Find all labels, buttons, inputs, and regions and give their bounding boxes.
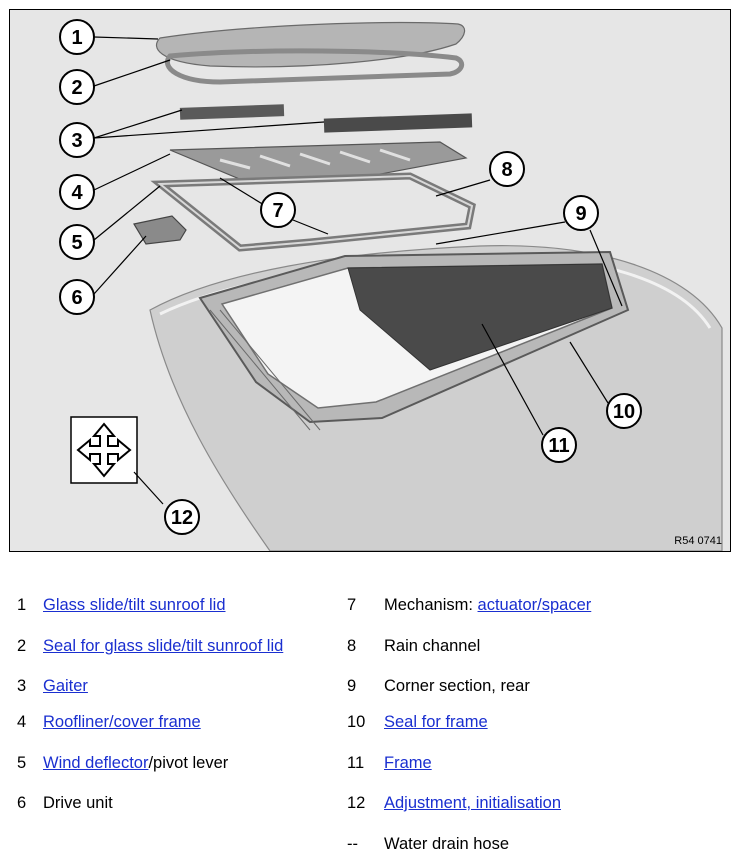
legend-number: 5 xyxy=(17,754,27,772)
link-lid-seal[interactable]: Seal for glass slide/tilt sunroof lid xyxy=(43,637,284,655)
svg-text:12: 12 xyxy=(171,507,193,529)
four-way-arrow-icon xyxy=(76,422,132,478)
callout-12: 12 xyxy=(164,499,200,535)
legend-number: 2 xyxy=(17,637,27,655)
lid-seal xyxy=(165,48,465,85)
callout-8: 8 xyxy=(489,151,525,187)
legend-number: 3 xyxy=(17,677,27,695)
legend-number: 1 xyxy=(17,596,27,614)
callout-9: 9 xyxy=(563,195,599,231)
figure-reference-code: R54 0741 xyxy=(674,535,722,547)
link-adjustment-initialisation[interactable]: Adjustment, initialisation xyxy=(384,794,562,812)
svg-text:8: 8 xyxy=(501,159,512,181)
legend-text: Rain channel xyxy=(384,637,481,655)
callout-1: 1 xyxy=(59,19,95,55)
callout-11: 11 xyxy=(541,427,577,463)
svg-text:1: 1 xyxy=(71,27,82,49)
svg-text:5: 5 xyxy=(71,232,82,254)
sunroof-lid xyxy=(155,21,466,68)
callout-7: 7 xyxy=(260,192,296,228)
mechanism-frame xyxy=(150,172,476,252)
svg-text:6: 6 xyxy=(71,287,82,309)
link-wind-deflector[interactable]: Wind deflector xyxy=(43,754,149,772)
legend-number: 10 xyxy=(347,713,366,731)
legend-number: 8 xyxy=(347,637,357,655)
svg-text:11: 11 xyxy=(548,435,569,457)
callout-5: 5 xyxy=(59,224,95,260)
legend-text: Water drain hose xyxy=(384,835,510,853)
diagram-drawing: 1 2 3 4 5 6 7 8 9 10 11 12 xyxy=(59,19,723,551)
legend-number: -- xyxy=(347,835,358,853)
link-actuator-spacer[interactable]: actuator/spacer xyxy=(477,596,592,614)
callout-4: 4 xyxy=(59,174,95,210)
legend-number: 9 xyxy=(347,677,357,695)
leader-lines xyxy=(93,36,623,505)
legend-number: 12 xyxy=(347,794,366,812)
svg-text:9: 9 xyxy=(575,203,586,225)
svg-text:4: 4 xyxy=(71,182,83,204)
fixed-glass xyxy=(347,263,613,371)
link-frame[interactable]: Frame xyxy=(384,754,432,772)
legend-number: 4 xyxy=(17,713,27,731)
legend-number: 7 xyxy=(347,596,357,614)
svg-text:7: 7 xyxy=(272,200,283,222)
legend-text: Corner section, rear xyxy=(384,677,530,695)
legend-text: /pivot lever xyxy=(148,754,229,772)
callout-3: 3 xyxy=(59,122,95,158)
link-glass-lid[interactable]: Glass slide/tilt sunroof lid xyxy=(43,596,226,614)
gaiter-front xyxy=(179,104,285,120)
legend-text: Drive unit xyxy=(43,794,113,812)
link-gaiter[interactable]: Gaiter xyxy=(43,677,88,695)
legend-text: Mechanism: xyxy=(384,596,478,614)
exploded-sunroof-diagram: 1 2 3 4 5 6 7 8 9 10 11 12 R54 0741 xyxy=(9,9,731,552)
link-seal-for-frame[interactable]: Seal for frame xyxy=(384,713,488,731)
svg-text:3: 3 xyxy=(71,130,82,152)
callout-2: 2 xyxy=(59,69,95,105)
legend-number: 6 xyxy=(17,794,27,812)
link-roofliner[interactable]: Roofliner/cover frame xyxy=(43,713,201,731)
callout-markers: 1 2 3 4 5 6 7 8 9 10 11 12 xyxy=(59,19,642,535)
legend-number: 11 xyxy=(347,754,365,772)
drive-unit xyxy=(133,215,187,245)
adjustment-icon-box xyxy=(70,416,138,484)
svg-text:2: 2 xyxy=(71,77,82,99)
svg-text:10: 10 xyxy=(613,401,635,423)
callout-10: 10 xyxy=(606,393,642,429)
gaiter-rear xyxy=(323,113,473,133)
callout-6: 6 xyxy=(59,279,95,315)
